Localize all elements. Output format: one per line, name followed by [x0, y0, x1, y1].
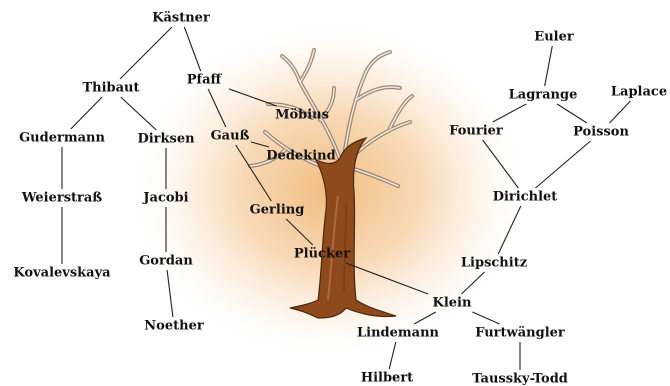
- node-label-laplace: Laplace: [611, 85, 667, 100]
- node-label-klein: Klein: [433, 296, 472, 311]
- node-label-poisson: Poisson: [573, 125, 629, 140]
- node-label-noether: Noether: [144, 319, 204, 334]
- node-label-dirichlet: Dirichlet: [493, 190, 558, 205]
- edge-euler-lagrange: [545, 46, 553, 86]
- node-label-mobius: Möbius: [275, 108, 329, 123]
- edge-kastner-pfaff: [184, 27, 200, 71]
- node-label-weierstrass: Weierstraß: [21, 191, 102, 206]
- node-label-lagrange: Lagrange: [509, 88, 578, 103]
- node-label-gerling: Gerling: [250, 203, 305, 218]
- node-label-fourier: Fourier: [449, 124, 503, 139]
- edge-thibaut-gudermann: [71, 97, 102, 129]
- node-label-lipschitz: Lipschitz: [461, 256, 527, 271]
- node-label-gudermann: Gudermann: [19, 131, 105, 146]
- edge-poisson-dirichlet: [536, 141, 591, 188]
- edge-kastner-thibaut: [120, 27, 172, 79]
- edge-thibaut-dirksen: [121, 97, 157, 130]
- node-label-furtwangler: Furtwängler: [475, 326, 565, 341]
- node-label-taussky: Taussky-Todd: [472, 372, 568, 386]
- edge-klein-furtwangler: [472, 312, 499, 324]
- edge-lagrange-poisson: [557, 104, 587, 123]
- edge-laplace-poisson: [610, 101, 631, 123]
- node-label-euler: Euler: [534, 30, 574, 45]
- node-label-hilbert: Hilbert: [361, 371, 413, 386]
- node-label-kovalevskaya: Kovalevskaya: [13, 266, 111, 281]
- node-label-gordan: Gordan: [139, 254, 193, 269]
- node-label-plucker: Plücker: [294, 247, 350, 262]
- node-label-dirksen: Dirksen: [137, 132, 195, 147]
- node-label-dedekind: Dedekind: [266, 149, 335, 164]
- node-label-lindemann: Lindemann: [357, 326, 440, 341]
- node-label-kastner: Kästner: [152, 11, 210, 26]
- node-label-pfaff: Pfaff: [187, 73, 223, 88]
- node-label-gauss: Gauß: [211, 129, 250, 144]
- node-label-jacobi: Jacobi: [142, 191, 188, 206]
- node-label-thibaut: Thibaut: [82, 81, 139, 96]
